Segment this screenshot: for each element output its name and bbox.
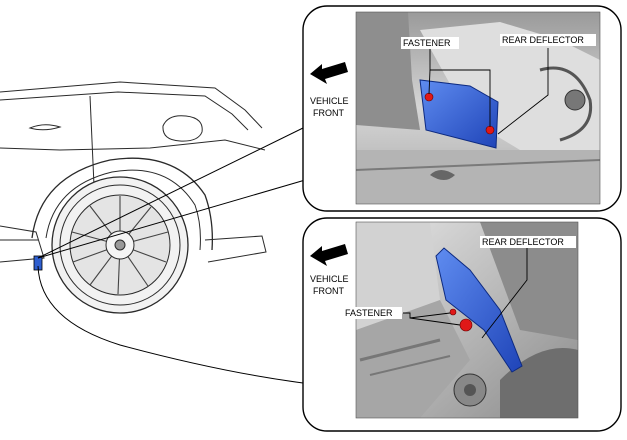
wheel-arch-liner — [45, 169, 201, 251]
bottom-fastener-large — [459, 318, 473, 332]
bottom-callout-photo — [356, 222, 578, 418]
bottom-fastener-label: FASTENER — [345, 308, 393, 318]
fuel-lid — [162, 115, 203, 142]
top-fastener-label: FASTENER — [403, 38, 451, 48]
bottom-direction-label-2: FRONT — [313, 286, 344, 296]
window-line — [0, 91, 249, 131]
bottom-deflector-label: REAR DEFLECTOR — [482, 237, 564, 247]
top-direction-label-2: FRONT — [313, 108, 344, 118]
rear-wheel — [51, 176, 189, 314]
rear-bumper — [204, 235, 267, 263]
top-deflector-label: REAR DEFLECTOR — [502, 35, 584, 45]
top-callout: FASTENER REAR DEFLECTOR VEHICLE FRONT — [302, 5, 622, 212]
bottom-left-arrow-icon — [310, 244, 348, 266]
top-rear-deflector — [419, 79, 499, 149]
top-left-arrow-icon — [310, 62, 348, 84]
bottom-rear-deflector — [435, 247, 523, 373]
top-fastener-1 — [424, 92, 434, 102]
body-crease — [0, 139, 266, 151]
top-direction-label-1: VEHICLE — [310, 96, 349, 106]
vehicle-side-view — [0, 81, 267, 263]
wheel-arch — [31, 157, 213, 251]
bottom-fastener-small — [449, 308, 457, 316]
callout-leaders — [37, 127, 313, 384]
roof-line — [0, 81, 263, 129]
side-sill — [0, 225, 45, 263]
door-handle — [28, 124, 62, 131]
bottom-direction-label-1: VEHICLE — [310, 274, 349, 284]
top-fastener-2 — [485, 125, 495, 135]
bottom-callout: REAR DEFLECTOR FASTENER VEHICLE FRONT — [302, 217, 622, 432]
